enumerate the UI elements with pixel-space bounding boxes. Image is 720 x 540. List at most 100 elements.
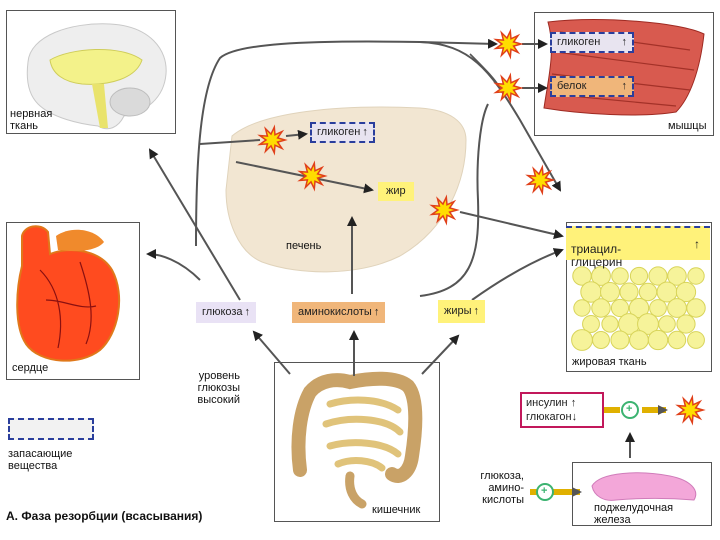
liver-glycogen-box: гликоген↑ xyxy=(310,122,375,143)
insulin-text: инсулин xyxy=(526,397,568,409)
glucagon-row: глюкагон↓ xyxy=(526,410,598,424)
arrow-to-muscle-protein xyxy=(469,53,501,91)
plus-circle-pancreas xyxy=(536,483,554,501)
intestine-illustration xyxy=(291,371,423,509)
heart-illustration xyxy=(16,225,121,362)
muscle-glycogen-box: гликоген ↑ xyxy=(550,32,634,53)
intestine-panel xyxy=(274,362,440,522)
up-arrow-icon: ↑ xyxy=(362,126,368,138)
arrow-to-muscle-glycogen xyxy=(419,38,498,49)
reaction-burst-icon xyxy=(429,194,460,226)
fat-globule xyxy=(610,298,630,318)
glucose-level-note: уровень глюкозы высокий xyxy=(197,370,240,406)
up-arrow-icon: ↑ xyxy=(621,36,628,48)
adipose-panel xyxy=(566,222,712,372)
fat-globule xyxy=(610,330,630,350)
fat-globule xyxy=(591,266,611,286)
fat-globule xyxy=(628,297,650,319)
fats-text: жиры xyxy=(444,305,472,317)
fat-globule xyxy=(619,282,639,302)
pancreas-panel xyxy=(572,462,712,526)
fat-globule xyxy=(686,298,706,318)
fat-globule xyxy=(667,330,687,350)
triacylglycerol-text: триацил- глицерин xyxy=(571,242,623,269)
legend-storage-label: запасающие вещества xyxy=(8,448,73,472)
arrow-liver-loop xyxy=(195,40,561,247)
up-arrow-icon: ↑ xyxy=(244,306,251,318)
fat-globule xyxy=(649,299,667,317)
glucose-amino-note: глюкоза, амино- кислоты xyxy=(480,470,524,506)
arrow-intestine-fats xyxy=(421,334,460,375)
up-arrow-icon: ↑ xyxy=(621,80,628,92)
fat-globule xyxy=(676,314,696,334)
reaction-burst-icon xyxy=(493,72,524,104)
glucose-box: глюкоза↑ xyxy=(196,302,257,323)
reaction-bursts xyxy=(257,28,706,426)
plus-sign-hormones: + xyxy=(626,403,633,415)
fat-globule xyxy=(592,331,610,349)
hormones-box: инсулин ↑ глюкагон↓ xyxy=(520,392,604,428)
plus-circle-hormones xyxy=(621,401,639,419)
pancreas-label: поджелудочная железа xyxy=(594,502,674,526)
arrow-to-heart xyxy=(146,249,201,281)
down-arrow-icon: ↓ xyxy=(571,411,578,423)
figure-caption: А. Фаза резорбции (всасывания) xyxy=(6,509,203,523)
arrow-fats-to-adipose xyxy=(471,248,564,301)
glucagon-text: глюкагон xyxy=(526,411,572,423)
arrow-to-brain xyxy=(148,148,241,301)
up-arrow-icon: ↑ xyxy=(473,305,480,317)
heart-panel xyxy=(6,222,140,380)
fats-box: жиры↑ xyxy=(438,300,486,323)
fat-globule xyxy=(647,329,669,351)
muscle-label: мышцы xyxy=(668,120,707,132)
amino-acids-box: аминокислоты↑ xyxy=(292,302,386,323)
liver-label: печень xyxy=(286,240,322,252)
intestine-label: кишечник xyxy=(372,504,421,516)
reaction-burst-icon xyxy=(257,124,288,156)
fat-globule xyxy=(687,331,705,349)
arrow-liver-glycogen xyxy=(199,139,261,145)
heart-label: сердце xyxy=(12,362,49,374)
fat-globules-illustration xyxy=(571,266,706,351)
fat-globule xyxy=(675,281,697,303)
muscle-protein-text: белок xyxy=(557,80,587,92)
triacylglycerol-box: триацил- глицерин ↑ xyxy=(566,226,710,269)
muscle-panel xyxy=(534,12,714,136)
pancreas-illustration xyxy=(591,472,697,501)
fat-globule xyxy=(573,299,591,317)
reaction-burst-icon xyxy=(297,160,328,192)
up-arrow-icon: ↑ xyxy=(694,237,700,251)
reaction-burst-icon xyxy=(675,394,706,426)
arrow-intestine-glucose xyxy=(252,330,291,375)
arrow-liver-fat xyxy=(235,161,374,194)
muscle-protein-box: белок ↑ xyxy=(550,76,634,97)
fat-globule xyxy=(601,315,619,333)
reaction-burst-icon xyxy=(493,28,524,60)
fat-globule xyxy=(591,298,611,318)
liver-fat-box: жир xyxy=(378,182,414,201)
brain-panel xyxy=(6,10,176,134)
liver-glycogen-text: гликоген xyxy=(317,126,361,138)
fat-globule xyxy=(648,266,668,286)
fat-globule xyxy=(667,266,687,286)
liver-fat-text: жир xyxy=(386,185,406,197)
fat-globule xyxy=(582,315,600,333)
up-arrow-icon: ↑ xyxy=(570,397,577,409)
glucose-text: глюкоза xyxy=(202,306,243,318)
arrow-right-curve xyxy=(419,103,489,297)
arrow-fat-to-adipose xyxy=(459,211,564,240)
arrow-liver-glycogen-in xyxy=(285,129,308,140)
brain-illustration xyxy=(26,23,167,130)
brain-label: нервная ткань xyxy=(10,108,53,132)
reaction-burst-icon xyxy=(525,164,556,196)
fat-globule xyxy=(611,267,629,285)
fat-globule xyxy=(629,266,649,286)
legend-storage-swatch xyxy=(8,418,94,440)
muscle-glycogen-text: гликоген xyxy=(557,36,601,48)
plus-sign-pancreas: + xyxy=(541,485,548,497)
adipose-label: жировая ткань xyxy=(572,356,647,368)
up-arrow-icon: ↑ xyxy=(373,306,380,318)
fat-globule xyxy=(658,315,676,333)
insulin-row: инсулин ↑ xyxy=(526,396,598,410)
amino-acids-text: аминокислоты xyxy=(298,306,372,318)
